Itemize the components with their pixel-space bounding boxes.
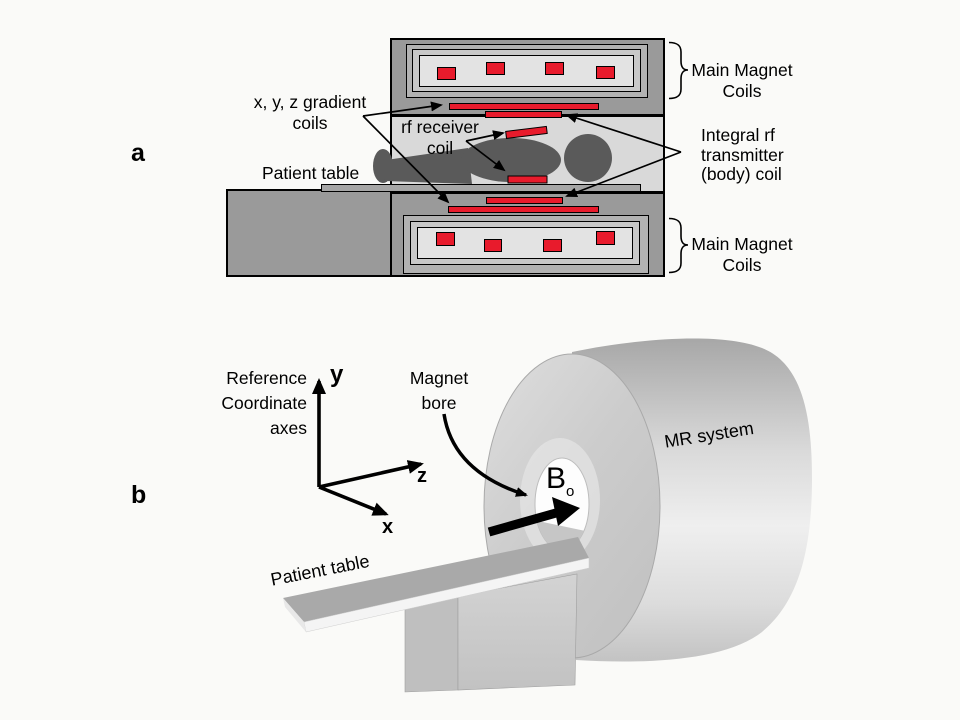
patient-table-a-label: Patient table	[262, 163, 360, 183]
axis-z-arrow	[318, 460, 424, 489]
main-magnet-bottom-line1: Main Magnet	[691, 234, 793, 254]
axis-y-label: y	[330, 361, 344, 388]
transmitter-line1: Integral rf	[701, 125, 775, 145]
magnet-coil-block	[543, 239, 562, 252]
magnet-coil-block	[486, 62, 505, 75]
magnet-coil-block	[596, 231, 615, 245]
table-front-edge	[303, 557, 590, 633]
axis-x-arrow	[318, 485, 389, 516]
reference-axes	[312, 378, 424, 516]
curly-braces	[668, 41, 689, 274]
table-pedestal-a	[226, 189, 392, 277]
brace-main-magnet-bottom	[668, 217, 689, 274]
magnet-coil-block	[545, 62, 564, 75]
gradient-coils-line1: x, y, z gradient	[253, 92, 367, 112]
table-pedestal-b	[404, 573, 578, 693]
rf-receiver-line2: coil	[426, 138, 454, 158]
magnet-bore-line2: bore	[421, 393, 457, 413]
panel-b-letter: b	[131, 481, 147, 509]
main-magnet-top-line2: Coils	[722, 81, 762, 101]
arrow-receiver-bottom	[465, 140, 506, 172]
b0-field-arrow	[487, 497, 580, 537]
magnet-coil-block	[596, 66, 615, 79]
reference-axes-line3: axes	[270, 418, 307, 438]
arrow-gradient-bottom	[362, 115, 450, 204]
table-top-face	[283, 537, 589, 622]
rf-receiver-coil-top	[505, 125, 548, 139]
gradient-coil-bar-top	[449, 103, 599, 110]
main-magnet-bottom-line2: Coils	[722, 255, 762, 275]
rf-receiver-line1: rf receiver	[401, 117, 479, 137]
magnet-coil-block	[484, 239, 502, 252]
main-magnet-top-label: Main Magnet Coils	[672, 60, 812, 102]
magnet-bore-arrow	[442, 413, 528, 497]
arrow-gradient-top	[362, 101, 443, 117]
gradient-coil-bar-bottom	[448, 206, 599, 213]
reference-axes-line2: Coordinate	[221, 393, 307, 413]
reference-axes-line1: Reference	[226, 368, 307, 388]
table-end-cap	[283, 598, 306, 632]
gradient-coils-label: x, y, z gradient coils	[230, 92, 390, 134]
transmitter-label: Integral rf transmitter (body) coil	[701, 125, 784, 185]
panel-a-letter: a	[131, 139, 145, 167]
transmitter-line3: (body) coil	[701, 164, 782, 184]
axis-z-label: z	[417, 465, 427, 487]
b0-base: B	[546, 462, 567, 495]
main-magnet-top-line1: Main Magnet	[691, 60, 793, 80]
rf-receiver-label: rf receiver coil	[380, 117, 500, 159]
rf-receiver-coil-bottom	[507, 175, 548, 184]
brace-main-magnet-top	[668, 41, 689, 100]
magnet-bore-line1: Magnet	[409, 368, 469, 388]
gradient-coils-line2: coils	[292, 113, 328, 133]
patient-table-a	[321, 184, 641, 192]
transmitter-line2: transmitter	[701, 144, 784, 165]
arrow-transmitter-top	[565, 113, 682, 153]
axis-x-label: x	[382, 516, 394, 538]
magnet-bore-label: Magnet bore	[379, 366, 499, 416]
transmitter-coil-bar-bottom	[486, 197, 563, 204]
patient-silhouette	[373, 134, 612, 184]
b0-subscript: o	[566, 483, 575, 500]
arrow-receiver-top	[465, 130, 505, 142]
reference-axes-label: Reference Coordinate axes	[187, 366, 307, 441]
patient-table-b	[283, 537, 590, 633]
main-magnet-bottom-label: Main Magnet Coils	[672, 234, 812, 276]
arrow-transmitter-bottom	[565, 151, 682, 198]
magnet-coil-block	[437, 67, 456, 80]
transmitter-coil-bar-top	[485, 111, 562, 118]
annotation-arrows	[362, 101, 682, 204]
b0-label: Bo	[546, 464, 575, 502]
magnet-coil-block	[436, 232, 455, 246]
